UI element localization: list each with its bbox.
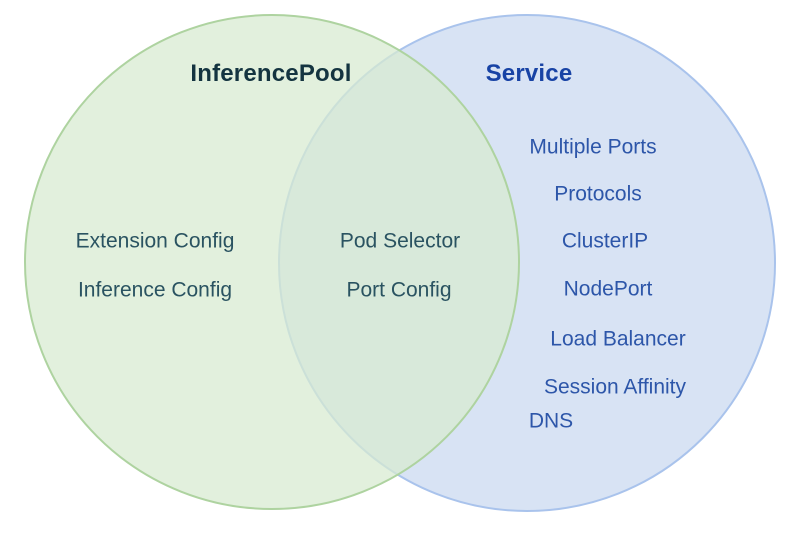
inferencepool-circle xyxy=(24,14,520,510)
overlap-item: Pod Selector xyxy=(339,229,461,253)
service-item: Load Balancer xyxy=(550,327,686,351)
inferencepool-item: Inference Config xyxy=(77,278,233,302)
service-item: Session Affinity xyxy=(543,375,687,399)
overlap-item: Port Config xyxy=(346,278,452,302)
inferencepool-title: InferencePool xyxy=(190,60,352,87)
service-item: Protocols xyxy=(554,182,642,206)
service-item: ClusterIP xyxy=(561,229,649,253)
service-item: DNS xyxy=(528,409,574,433)
service-title: Service xyxy=(485,60,573,87)
service-item: Multiple Ports xyxy=(529,135,657,159)
inferencepool-item: Extension Config xyxy=(75,229,235,253)
service-item: NodePort xyxy=(563,277,653,301)
